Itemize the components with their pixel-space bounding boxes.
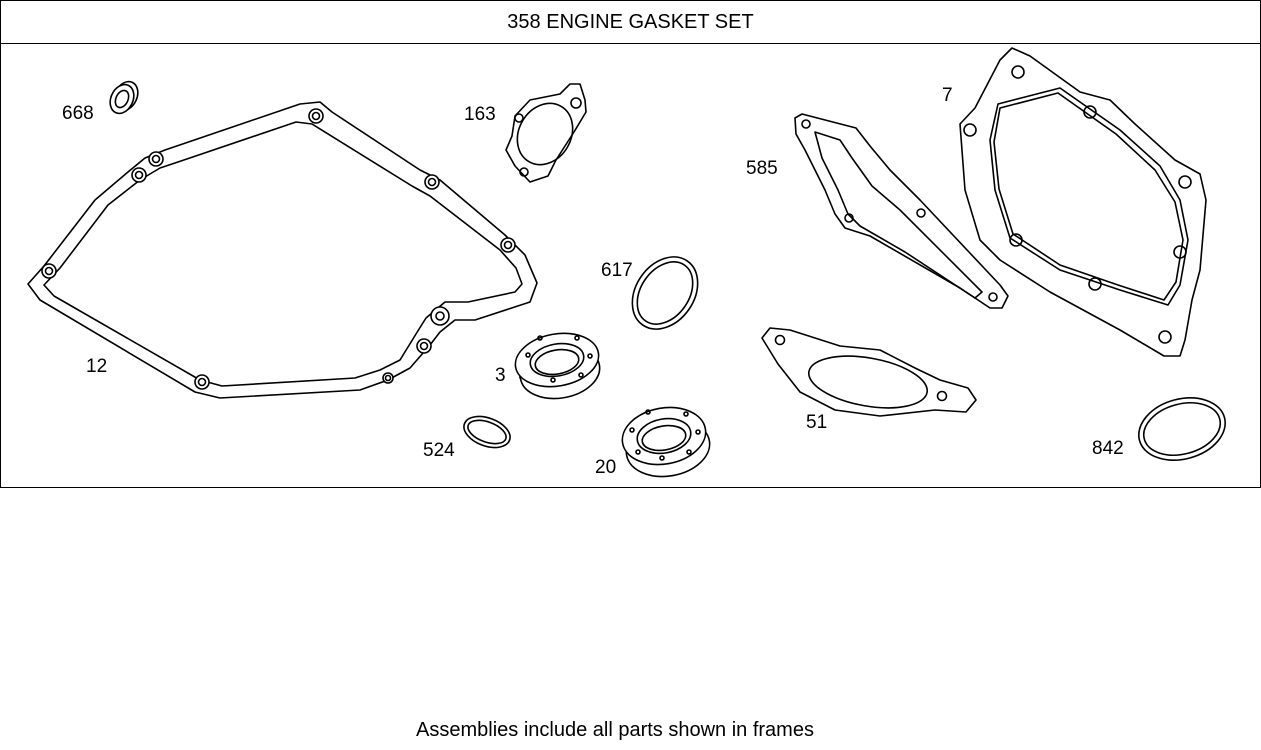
label-668: 668 bbox=[62, 103, 94, 124]
part-842-oring[interactable] bbox=[1132, 389, 1233, 470]
part-7-head-gasket[interactable] bbox=[959, 47, 1207, 357]
part-51-exhaust-gasket[interactable] bbox=[761, 327, 977, 417]
part-163-carb-gasket[interactable] bbox=[505, 83, 587, 183]
part-524-oring[interactable] bbox=[460, 411, 515, 454]
part-585-intake-gasket[interactable] bbox=[794, 113, 1009, 309]
label-7: 7 bbox=[942, 85, 953, 106]
label-51: 51 bbox=[806, 412, 827, 433]
footer-note: Assemblies include all parts shown in fr… bbox=[416, 719, 814, 741]
parts-diagram: 668 163 585 7 12 617 3 524 20 51 842 bbox=[27, 47, 1233, 483]
part-668-seal[interactable] bbox=[106, 78, 143, 117]
label-163: 163 bbox=[464, 104, 496, 125]
label-585: 585 bbox=[746, 158, 778, 179]
part-12-crankcase-gasket[interactable] bbox=[27, 101, 538, 399]
label-12: 12 bbox=[86, 356, 107, 377]
label-842: 842 bbox=[1092, 438, 1124, 459]
diagram-title: 358 ENGINE GASKET SET bbox=[1, 1, 1260, 44]
label-3: 3 bbox=[495, 365, 506, 386]
label-524: 524 bbox=[423, 440, 455, 461]
part-20-oil-seal[interactable] bbox=[618, 401, 714, 483]
part-617-oring[interactable] bbox=[619, 244, 711, 341]
part-3-oil-seal[interactable] bbox=[511, 327, 604, 404]
label-20: 20 bbox=[595, 457, 616, 478]
label-617: 617 bbox=[601, 260, 633, 281]
